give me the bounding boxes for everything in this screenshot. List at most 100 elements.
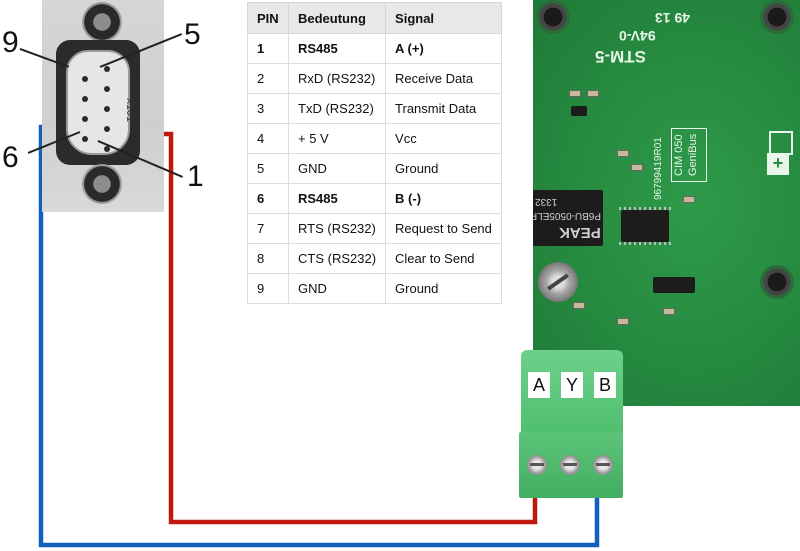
callout-pin-1: 1: [187, 160, 204, 193]
callout-pin-9: 9: [2, 26, 19, 59]
table-header-row: PIN Bedeutung Signal: [247, 2, 502, 34]
terminal-label-y: Y: [561, 372, 583, 398]
ic-pins: [619, 242, 671, 245]
terminal-label-a: A: [528, 372, 550, 398]
clamp-slot: [596, 463, 610, 466]
cell-bedeutung: RS485: [287, 183, 387, 214]
cell-signal: Receive Data: [385, 63, 502, 94]
standoff-bottom-right: [760, 265, 794, 299]
smd-part: [573, 302, 585, 309]
connector-screw-top: [82, 2, 122, 42]
cell-pin: 3: [247, 93, 289, 124]
pin-hole: [82, 116, 88, 122]
cell-signal: Vcc: [385, 123, 502, 154]
silk-model: STM-5: [595, 47, 646, 66]
cell-pin: 5: [247, 153, 289, 184]
ic-diode: [653, 277, 695, 293]
cell-signal: Clear to Send: [385, 243, 502, 274]
smd-part: [663, 308, 675, 315]
pin-hole: [82, 136, 88, 142]
standoff-top-left: [536, 0, 570, 34]
pin-hole: [104, 66, 110, 72]
pin-hole: [82, 76, 88, 82]
header-bedeutung: Bedeutung: [287, 2, 387, 34]
terminal-label-b: B: [594, 372, 616, 398]
cell-bedeutung: CTS (RS232): [287, 243, 387, 274]
screw-slot: [547, 273, 569, 291]
cell-pin: 6: [247, 183, 289, 214]
cell-bedeutung: RxD (RS232): [287, 63, 387, 94]
connector-insert: [66, 50, 130, 155]
smd-part: [617, 318, 629, 325]
callout-pin-6: 6: [2, 141, 19, 174]
smd-part: [569, 90, 581, 97]
terminal-clamp-y: [560, 455, 580, 475]
pad-square: [769, 131, 793, 155]
cell-signal: Transmit Data: [385, 93, 502, 124]
silk-label-box: [671, 128, 707, 182]
chip-brand: PEAK: [559, 224, 601, 241]
chip-code: 1332: [535, 196, 558, 207]
mounting-screw: [538, 262, 578, 302]
smd-part: [587, 90, 599, 97]
callout-pin-5: 5: [184, 18, 201, 51]
pin-hole: [104, 126, 110, 132]
cell-bedeutung: GND: [287, 273, 387, 304]
ic-transceiver: [619, 207, 671, 245]
connector-screw-bottom: [82, 164, 122, 204]
pin-hole: [104, 146, 110, 152]
pcb-board: 49 13 94V-0 STM-5 96799419R01 CIM 050 Ge…: [533, 0, 800, 406]
cell-signal: Ground: [385, 273, 502, 304]
smd-part: [631, 164, 643, 171]
clamp-slot: [530, 463, 544, 466]
cell-pin: 1: [247, 33, 289, 64]
clamp-slot: [563, 463, 577, 466]
terminal-clamp-b: [593, 455, 613, 475]
ic-small: [571, 106, 587, 116]
pin-hole: [104, 86, 110, 92]
silk-bus: GeniBus: [687, 133, 699, 176]
cell-pin: 8: [247, 243, 289, 274]
smd-part: [617, 150, 629, 157]
cell-bedeutung: RTS (RS232): [287, 213, 387, 244]
silk-name: CIM 050: [673, 134, 685, 176]
cell-bedeutung: TxD (RS232): [287, 93, 387, 124]
silk-plus: +: [767, 153, 789, 175]
cell-bedeutung: RS485: [287, 33, 387, 64]
cell-pin: 2: [247, 63, 289, 94]
dsub-connector-photo: X101: [42, 0, 164, 212]
standoff-top-right: [760, 0, 794, 34]
chip-part: P6BU-0505ELF: [533, 210, 602, 221]
cell-signal: Ground: [385, 153, 502, 184]
silk-part-number: 96799419R01: [653, 137, 664, 200]
pin-hole: [82, 96, 88, 102]
pin-hole: [104, 106, 110, 112]
header-signal: Signal: [385, 2, 502, 34]
terminal-clamp-a: [527, 455, 547, 475]
cell-bedeutung: + 5 V: [287, 123, 387, 154]
header-pin: PIN: [247, 2, 289, 34]
smd-part: [683, 196, 695, 203]
cell-signal: B (-): [385, 183, 502, 214]
cell-pin: 9: [247, 273, 289, 304]
cell-pin: 7: [247, 213, 289, 244]
silk-rating: 94V-0: [619, 28, 656, 44]
cell-pin: 4: [247, 123, 289, 154]
cell-signal: A (+): [385, 33, 502, 64]
cell-bedeutung: GND: [287, 153, 387, 184]
connector-shell: [56, 40, 140, 165]
connector-marking: X101: [123, 98, 134, 123]
ic-pins: [619, 207, 671, 210]
dcdc-converter: 1332 P6BU-0505ELF PEAK: [533, 190, 603, 246]
cell-signal: Request to Send: [385, 213, 502, 244]
